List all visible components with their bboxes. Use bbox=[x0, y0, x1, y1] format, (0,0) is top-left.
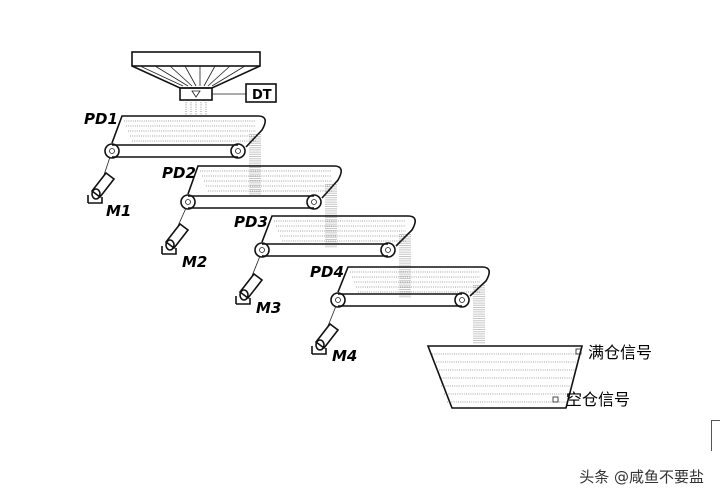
storage-bin: 满仓信号 空仓信号 bbox=[426, 343, 652, 409]
page-corner-mark bbox=[711, 420, 720, 451]
hopper-outflow bbox=[185, 100, 207, 117]
belt-pd3-label: PD3 bbox=[234, 213, 268, 231]
motor-m4-body bbox=[314, 322, 340, 350]
motor-m2: M2 bbox=[161, 207, 207, 271]
belt-pd1-pulley-hub bbox=[235, 148, 241, 154]
hopper: DT bbox=[131, 51, 277, 117]
belt-pd4-head-pulley bbox=[454, 292, 470, 308]
motor-m3-drive-shaft bbox=[251, 255, 261, 277]
watermark: 头条 @咸鱼不要盐 bbox=[579, 468, 704, 486]
motor-m4-base bbox=[311, 346, 327, 355]
motor-m4: M4 bbox=[311, 305, 357, 365]
motor-m4-drive-shaft bbox=[327, 305, 337, 327]
motor-m2-label: M2 bbox=[182, 253, 207, 271]
belt-pd3-head-pulley bbox=[380, 242, 396, 258]
motor-m2-body bbox=[164, 222, 190, 250]
belt-pd2-label: PD2 bbox=[162, 164, 196, 182]
empty-signal-sensor bbox=[552, 396, 559, 403]
motor-m1-end-cap bbox=[91, 188, 101, 200]
belt-pd2-head-pulley bbox=[306, 194, 322, 210]
bin-hatch bbox=[432, 353, 580, 403]
motor-m3-base bbox=[235, 296, 251, 305]
motor-m1: M1 bbox=[87, 156, 131, 220]
motor-m1-base bbox=[87, 195, 103, 204]
belt-pd3-tail-pulley bbox=[254, 242, 270, 258]
motor-m2-end-cap bbox=[165, 239, 175, 251]
belt-pd2-tail-pulley bbox=[180, 194, 196, 210]
motor-m3-end-cap bbox=[239, 289, 249, 301]
belt-pd2-pulley-hub bbox=[311, 199, 317, 205]
belt-pd4-tail-pulley bbox=[330, 292, 346, 308]
motor-m3-body bbox=[238, 272, 264, 300]
full-signal-label: 满仓信号 bbox=[588, 343, 652, 362]
motor-m3-label: M3 bbox=[256, 299, 281, 317]
hopper-label: DT bbox=[252, 88, 272, 103]
belt-pd3-pulley-hub bbox=[259, 247, 265, 253]
belt-pd3-top-edge bbox=[261, 215, 416, 247]
belt-pd1-label: PD1 bbox=[84, 110, 118, 128]
belt-pd4-pulley-hub bbox=[335, 297, 341, 303]
motor-m1-drive-shaft bbox=[103, 156, 111, 176]
motor-m1-body bbox=[90, 171, 116, 199]
belt-pd1-pulley-hub bbox=[109, 148, 115, 154]
empty-signal-label: 空仓信号 bbox=[566, 390, 630, 409]
belt-pd4-label: PD4 bbox=[310, 263, 344, 281]
belt-pd1-tail-pulley bbox=[104, 143, 120, 159]
motor-m2-base bbox=[161, 246, 177, 255]
motor-m4-end-cap bbox=[315, 339, 325, 351]
belt-pd1-head-pulley bbox=[230, 143, 246, 159]
motor-m3: M3 bbox=[235, 255, 281, 317]
belt-pd1-top-edge bbox=[111, 115, 266, 148]
motor-m1-label: M1 bbox=[106, 202, 131, 220]
belt-pd2-pulley-hub bbox=[185, 199, 191, 205]
belt-pd4-pulley-hub bbox=[459, 297, 465, 303]
motor-m2-drive-shaft bbox=[177, 207, 187, 227]
belt-pd3-pulley-hub bbox=[385, 247, 391, 253]
belt-pd4-top-edge bbox=[337, 266, 490, 297]
hopper-hatch bbox=[139, 65, 246, 87]
belt-pd2-top-edge bbox=[187, 165, 342, 199]
full-signal-sensor bbox=[575, 348, 582, 355]
motor-m4-label: M4 bbox=[332, 347, 357, 365]
